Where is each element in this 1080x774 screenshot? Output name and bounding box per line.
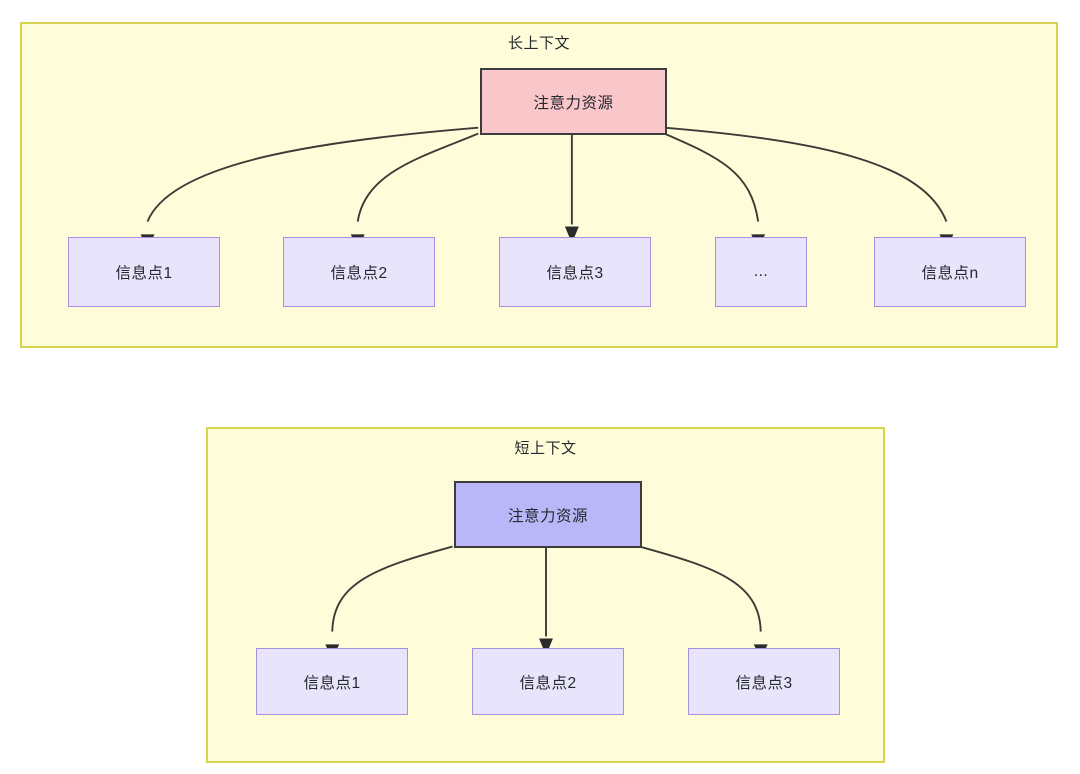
node-info-point-n-long[interactable]: 信息点n	[874, 237, 1026, 307]
node-info-point-1-long-label: 信息点1	[115, 265, 173, 282]
node-info-point-3-long[interactable]: 信息点3	[499, 237, 651, 307]
panel-long-context: 长上下文 注意力资源 信息点1 信息点2	[20, 22, 1058, 348]
node-info-point-n-long-label: 信息点n	[921, 265, 979, 282]
node-attention-resource-long[interactable]: 注意力资源	[480, 68, 667, 135]
edge-attn-to-info1-short	[331, 545, 453, 632]
edge-attn-to-infon	[664, 126, 948, 222]
node-info-point-1-short-label: 信息点1	[303, 674, 361, 692]
edge-attn-to-info1	[146, 126, 479, 222]
edge-attn-to-ellipsis	[664, 132, 760, 222]
node-attention-resource-short[interactable]: 注意力资源	[454, 481, 642, 548]
node-info-point-2-short[interactable]: 信息点2	[472, 648, 624, 715]
edge-attn-to-info3-short	[639, 545, 762, 632]
node-attention-resource-short-label: 注意力资源	[507, 507, 588, 525]
node-attention-resource-long-label: 注意力资源	[533, 94, 614, 112]
node-info-point-3-short[interactable]: 信息点3	[688, 648, 840, 715]
panel-short-context: 短上下文 注意力资源 信息点1 信息点2 信息点3	[206, 427, 885, 763]
node-info-point-1-long[interactable]: 信息点1	[68, 237, 220, 307]
node-info-point-2-long-label: 信息点2	[330, 265, 388, 282]
node-info-point-2-short-label: 信息点2	[519, 674, 577, 692]
node-info-point-3-long-label: 信息点3	[546, 265, 604, 282]
node-info-ellipsis-long-label: ...	[753, 263, 769, 280]
panel-short-context-title: 短上下文	[514, 440, 577, 457]
node-info-point-3-short-label: 信息点3	[735, 674, 793, 692]
node-info-point-2-long[interactable]: 信息点2	[283, 237, 435, 307]
panel-long-context-title: 长上下文	[507, 35, 570, 52]
node-info-ellipsis-long[interactable]: ...	[715, 237, 807, 307]
edge-attn-to-info2	[356, 132, 479, 222]
node-info-point-1-short[interactable]: 信息点1	[256, 648, 408, 715]
